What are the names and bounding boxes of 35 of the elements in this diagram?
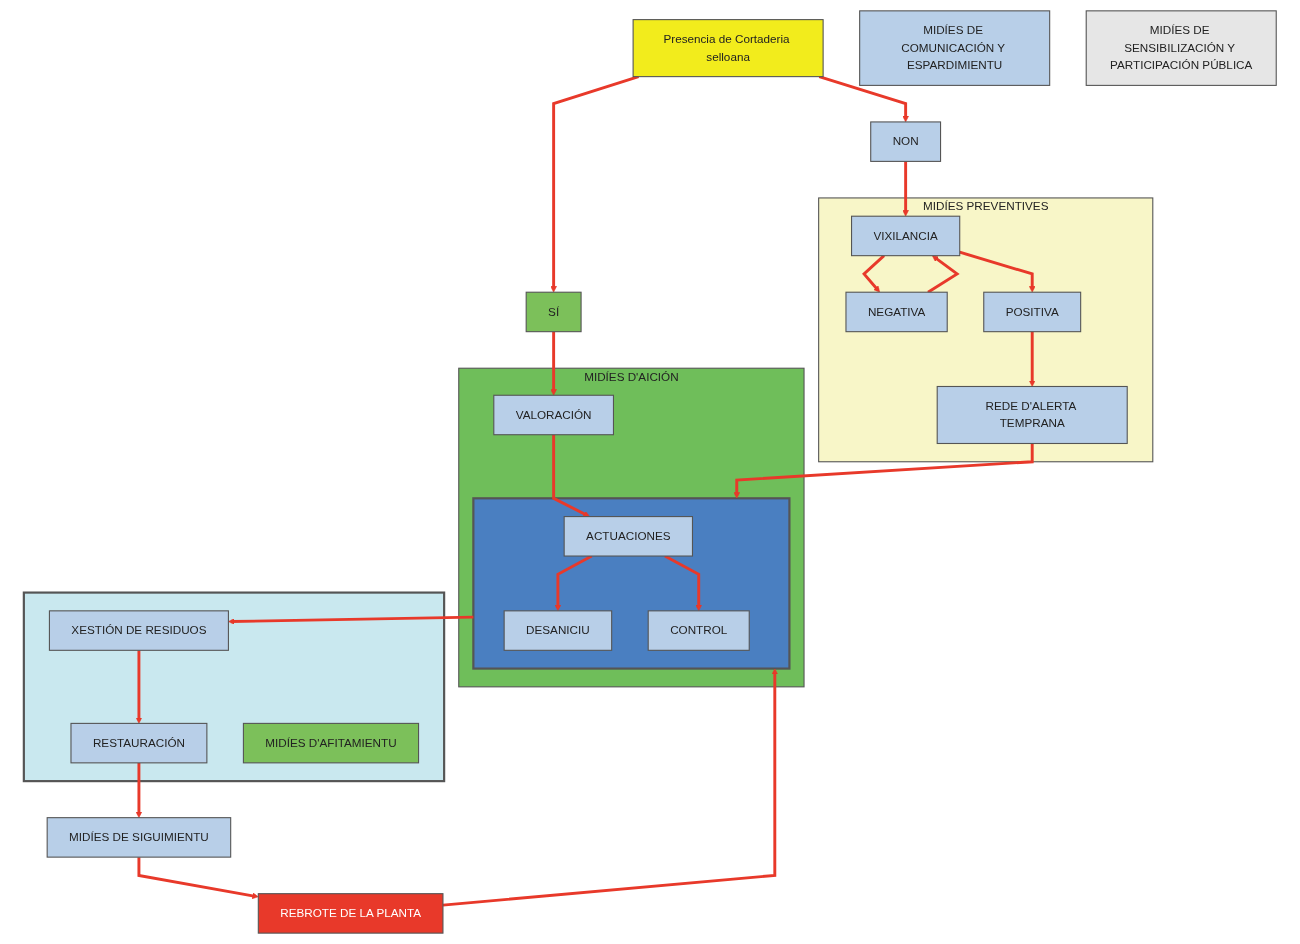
arrow [902, 161, 909, 217]
arrow [228, 615, 474, 625]
node-box: REDE D'ALERTA TEMPRANA [936, 385, 1128, 445]
arrow [818, 75, 909, 123]
arrow [137, 857, 259, 899]
cluster [22, 591, 446, 783]
arrow [552, 434, 590, 517]
node-box: VALORACIÓN [493, 394, 614, 436]
node-box: ACTUACIONES [563, 516, 693, 557]
arrow [862, 254, 885, 293]
arrow [135, 762, 143, 818]
node-box: POSITIVA [983, 291, 1082, 333]
arrow [927, 255, 960, 294]
arrow [1028, 331, 1036, 387]
node-box: VIXILANCIA [850, 215, 961, 257]
node-box: REBROTE DE LA PLANTA [257, 893, 444, 934]
node-box: NON [870, 121, 942, 162]
node-box: MIDÍES DE COMUNICACIÓN Y ESPARDIMIENTU [859, 10, 1051, 86]
arrow [550, 75, 639, 293]
cluster [472, 497, 791, 670]
node-box: Presencia de Cortaderia selloana [632, 19, 824, 78]
arrow [442, 668, 778, 907]
node-box: NEGATIVA [845, 291, 948, 333]
arrow [550, 331, 557, 396]
node-box: MIDÍES DE SIGUIMIENTU [46, 817, 232, 858]
node-box: CONTROL [647, 610, 750, 651]
node-box: DESANICIU [503, 610, 613, 651]
arrow [959, 250, 1036, 293]
node-box: MIDÍES D'AFITAMIENTU [242, 722, 420, 764]
node-box: MIDÍES DE SENSIBILIZACIÓN Y PARTICIPACIÓN PÚBLICA [1085, 10, 1277, 86]
node-box: RESTAURACIÓN [70, 722, 208, 764]
node-box: SÍ [525, 291, 582, 333]
node-box: XESTIÓN DE RESIDUOS [48, 610, 229, 651]
arrow [135, 650, 143, 724]
arrow [733, 443, 1034, 499]
